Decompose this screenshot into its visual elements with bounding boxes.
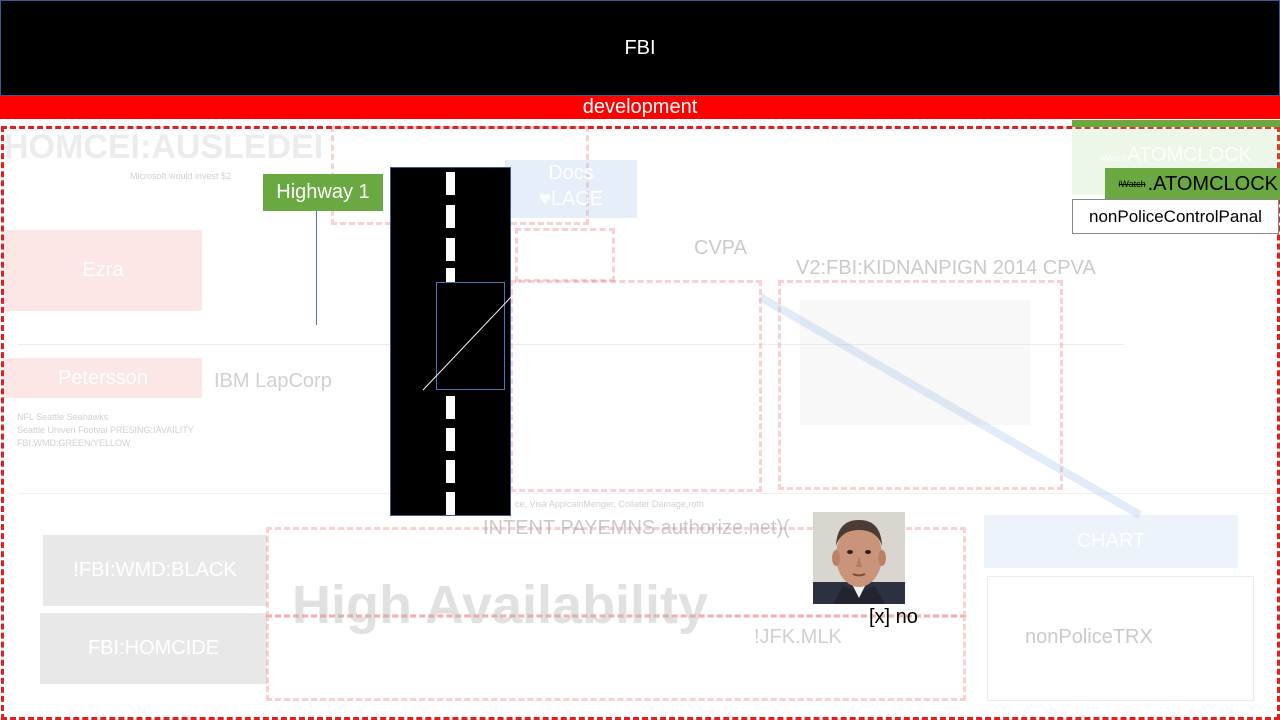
chart-box: CHART — [984, 515, 1238, 568]
lane-marking — [446, 396, 455, 419]
road-diagonal-line — [422, 295, 512, 391]
ezra-label: Ezra — [82, 259, 124, 281]
main-dashed-frame — [1, 126, 1280, 720]
photo-caption[interactable]: [x] no — [869, 606, 918, 628]
chart-label: CHART — [1076, 530, 1146, 552]
high-availability-label: High Availability — [292, 575, 709, 635]
wmd-black-box: !FBI:WMD:BLACK — [43, 535, 267, 606]
clock-faint-label: iWatchATOMCLOCK — [1100, 144, 1252, 167]
lane-marking — [446, 492, 455, 515]
lace-label: ♥LACE — [538, 188, 604, 210]
road-graphic[interactable] — [390, 167, 512, 516]
vehicle-outline[interactable] — [436, 282, 505, 390]
lane-marking — [446, 205, 455, 228]
kidnap-label: V2:FBI:KIDNANPIGN 2014 CPVA — [796, 257, 1096, 279]
notes-list: NFL Seattle Seahawks Seattle Univeri Foo… — [17, 411, 194, 450]
jfk-label: !JFK.MLK — [754, 626, 842, 648]
note-item: Seattle Univeri Footval PRESING:IAVAILIT… — [17, 425, 194, 435]
homcide-label: FBI:HOMCIDE — [87, 637, 220, 659]
faint-divider — [18, 493, 1276, 494]
trx-label: nonPoliceTRX — [1025, 626, 1153, 648]
docs-box: Docs ♥LACE — [505, 160, 637, 218]
wmd-black-label: !FBI:WMD:BLACK — [73, 559, 237, 581]
lane-marking — [446, 238, 455, 261]
highway-label-text: Highway 1 — [276, 181, 370, 203]
faint-box-high-availability — [266, 527, 966, 617]
note-item: NFL Seattle Seahawks — [17, 412, 109, 422]
cvpa-label: CVPA — [694, 237, 747, 259]
clock-topbar — [1072, 120, 1280, 127]
note-item: FBI:WMD:GREEN/YELLOW — [17, 438, 131, 448]
intent-label: INTENT PAYEMNS authorize.net)( — [483, 517, 790, 539]
portrait-image — [813, 512, 905, 604]
portrait-photo — [813, 512, 905, 604]
control-panel-button[interactable]: nonPoliceControlPanal — [1072, 199, 1279, 234]
atomclock-label: .ATOMCLOCK — [1147, 172, 1278, 195]
trx-box — [987, 576, 1254, 701]
faint-photo-kidnap — [800, 300, 1030, 425]
atomclock-button[interactable]: iWatch .ATOMCLOCK — [1105, 168, 1280, 200]
lane-marking — [446, 428, 455, 451]
lane-marking — [446, 172, 455, 195]
highway-label[interactable]: Highway 1 — [263, 174, 383, 211]
lane-marking — [446, 268, 455, 291]
lane-marking — [446, 460, 455, 483]
header-title: FBI — [624, 36, 656, 59]
clock-faint-text: ATOMCLOCK — [1127, 144, 1253, 166]
faint-divider — [18, 344, 1124, 345]
faint-box-lower — [266, 615, 966, 701]
faint-heading: HOMCEI:AUSLEDEI — [4, 128, 324, 166]
faint-box-cvpa — [510, 280, 762, 492]
development-label: development — [582, 96, 698, 118]
faint-subtitle: Microsoft would invest $2 — [130, 171, 232, 181]
docs-label: Docs — [548, 162, 594, 184]
petersson-label: Petersson — [57, 366, 149, 389]
petersson-box: Petersson — [4, 358, 202, 398]
visa-note: ce, Visa ApplcainMenger, Collater Damage… — [515, 499, 704, 509]
control-panel-label: nonPoliceControlPanal — [1089, 206, 1262, 226]
clock-small-prefix: iWatch — [1118, 179, 1146, 189]
development-banner: development — [0, 96, 1280, 119]
highway-callout-line — [316, 211, 317, 325]
ibm-label: IBM LapCorp — [214, 370, 332, 392]
header-bar: FBI — [0, 0, 1280, 96]
faint-box-center — [515, 228, 615, 282]
ezra-box: Ezra — [4, 230, 202, 311]
clock-faint-small: iWatch — [1100, 153, 1128, 163]
homcide-box: FBI:HOMCIDE — [40, 613, 267, 684]
faint-box-kidnap — [778, 280, 1063, 490]
